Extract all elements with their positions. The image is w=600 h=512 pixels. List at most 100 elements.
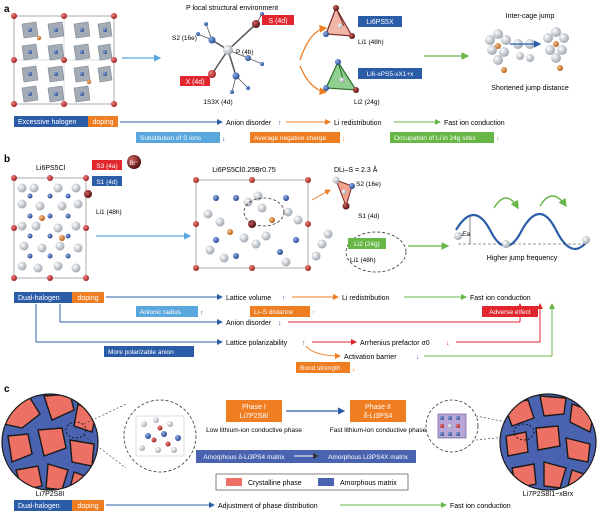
fast-ion-a: Fast ion conduction [444, 120, 505, 127]
anionic-radius-box [136, 306, 198, 317]
substitution-arrow: ↓ [222, 136, 226, 143]
li1-label-a: Li1 (48h) [358, 39, 384, 46]
s4d-tag: S (4d) [268, 18, 287, 25]
ea-label: Ea [462, 231, 470, 238]
low-li: Low lithium-ion conductive phase [206, 427, 302, 434]
adjustment: Adjustment of phase distribution [218, 503, 318, 510]
panel-c-label: c [4, 384, 10, 395]
arrhenius: Arrhenius prefactor σ0 [360, 340, 430, 347]
anionic-radius-arrow: ↑ [200, 310, 204, 317]
p-local-title: P local structural environment [186, 5, 278, 12]
energy-landscape [454, 195, 590, 251]
li2-highlight-ellipse [345, 231, 407, 273]
anion-disorder-a: Anion disorder [226, 120, 272, 127]
higher-jump: Higher jump frequency [487, 255, 558, 262]
arrhenius-arrow: ↓ [446, 340, 450, 347]
excessive-halogen: Excessive halogen [18, 119, 76, 126]
br-ion-icon [127, 155, 141, 169]
legend-box [215, 473, 409, 491]
li2-tag-bg [348, 238, 386, 249]
panel-a-crystal-lattice [11, 13, 117, 107]
bond-strength: Bond strength [300, 365, 341, 372]
left-formula: Li7P2S8I [36, 491, 64, 498]
dual-halogen-box-c [14, 500, 84, 511]
s1-tag-bg [92, 176, 122, 186]
activation-barrier-arrow: ↓ [416, 354, 420, 361]
anion-disorder-a-arrow: ↑ [278, 120, 282, 127]
x4d-tag: X (4d) [185, 79, 204, 86]
shortened-label: Shortened jump distance [491, 85, 569, 92]
panel-b-crystal-middle [193, 177, 333, 271]
activation-barrier: Activation barrier [344, 354, 397, 361]
s3x-label: 1S3X (4d) [203, 99, 232, 106]
arrow-b-to-tetra [311, 189, 331, 201]
substitution-box [136, 132, 220, 143]
li2-tag: Li2 (24g) [354, 241, 380, 248]
anionic-radius: Anionic radius [140, 309, 182, 316]
crystalline-swatch [226, 478, 242, 486]
amorphous-legend: Amorphous matrix [340, 480, 397, 487]
doping-box-a [88, 116, 118, 127]
li-rich-tag: Li6-xPS5-xX1+x [367, 71, 415, 78]
right-zoom-structure [425, 399, 479, 453]
dual-halogen-box-b [14, 292, 84, 303]
anion-disorder-b-arrow: ↓ [278, 320, 282, 327]
avg-neg-charge-box [250, 132, 340, 143]
amorphous-swatch [318, 478, 334, 486]
li-s-distance: Li–S distance [254, 309, 293, 316]
bond-strength-box [296, 362, 350, 373]
d-label: DLi–S = 2.3 Å [334, 165, 378, 174]
li1-label-b2: Li1 (48h) [350, 257, 376, 264]
occupation-arrow: ↑ [496, 136, 500, 143]
phase2-box [350, 400, 406, 422]
intercage-cluster [485, 27, 569, 73]
fast-ion-b: Fast ion conduction [470, 295, 531, 302]
adverse-effect-box [482, 306, 538, 317]
arrow-b-to-barrier [305, 345, 341, 359]
adverse-effect: Adverse effect [489, 309, 531, 316]
dual-halogen-c: Dual-halogen [18, 503, 60, 510]
lattice-volume-arrow: ↑ [282, 295, 286, 302]
s4d-tag-bg [262, 15, 294, 25]
li-tetrahedron-bottom [323, 59, 359, 93]
phase1-box [226, 400, 282, 422]
zoom-line-left-2 [83, 435, 127, 469]
anion-disorder-b: Anion disorder [226, 320, 272, 327]
s2-label-b: S2 (16e) [356, 181, 381, 188]
arrow-a-orange-down [299, 65, 328, 96]
li6ps5x-tag-bg [358, 16, 402, 27]
lattice-polarizability: Lattice polarizability [226, 340, 288, 347]
li1-label-b: Li1 (48h) [96, 209, 122, 216]
left-microstructure [1, 393, 99, 491]
lattice-volume: Lattice volume [226, 295, 271, 302]
occupation: Occupation of Li in 24g sites [394, 135, 476, 142]
s1-tag: S1 (4d) [96, 179, 117, 186]
p4b-label: P (4b) [236, 49, 254, 56]
avg-neg-charge-arrow: ↓ [342, 136, 346, 143]
panel-a-label: a [4, 4, 10, 15]
doping-box-c [72, 500, 104, 511]
li6ps5x-tag: Li6PS5X [366, 19, 394, 26]
li-tetrahedron-top [323, 5, 355, 39]
li-s-distance-box [250, 306, 310, 317]
more-polarizable-box [104, 346, 194, 357]
left-zoom-structure [123, 399, 197, 473]
li6ps5cl-label: Li6PS5Cl [36, 165, 66, 172]
p-local-environment [196, 12, 264, 94]
excessive-halogen-box [14, 116, 116, 127]
right-formula: Li7P2S8I1−xBrx [523, 491, 574, 498]
s2-label-a: S2 (16e) [172, 35, 197, 42]
br-tag: Br⁻ [129, 161, 138, 167]
crystalline-legend: Crystalline phase [248, 480, 302, 487]
arrow-a-orange-up [299, 24, 328, 61]
fast-ion-c: Fast ion conduction [450, 503, 511, 510]
amorphous-matrix-from: Amorphous δ-Li3PS4 matrix [203, 454, 285, 461]
phase1: Phase I [242, 404, 266, 411]
lattice-polarizability-arrow: ↑ [302, 340, 306, 347]
panel-b-label: b [4, 154, 10, 165]
li-redistribution-b: Li redistribution [342, 295, 390, 302]
phase1-formula: Li7P2S8I [240, 413, 268, 420]
fast-li: Fast lithium-ion conductive phase [330, 427, 427, 434]
phase2-formula: δ-Li3PS4 [364, 413, 393, 420]
